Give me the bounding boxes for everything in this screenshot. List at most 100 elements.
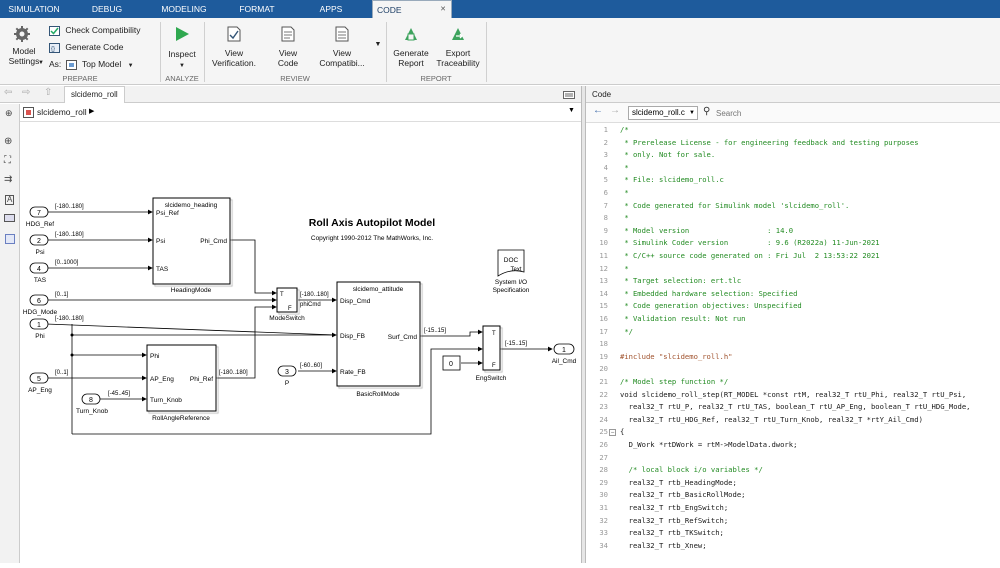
back-arrow-icon[interactable]: ⇦ (4, 87, 13, 98)
inport-p[interactable]: 3 P (277, 365, 297, 387)
code-line: 23 real32_T rtU_P, real32_T rtU_TAS, boo… (586, 401, 1000, 414)
back-arrow-icon[interactable]: ← (593, 105, 603, 116)
generate-code-label: Generate Code (65, 42, 124, 52)
tab-format[interactable]: FORMAT (239, 4, 275, 14)
code-text: * (620, 213, 629, 223)
tab-simulation[interactable]: SIMULATION (8, 4, 60, 14)
signal-range-p: [-60..60] (300, 363, 322, 369)
code-line: 16 * Validation result: Not run (586, 313, 1000, 326)
inport-tas[interactable]: 4 TAS (29, 262, 49, 284)
line-number: 13 (599, 276, 608, 286)
editor-tab-slcidemo-roll[interactable]: slcidemo_roll (64, 86, 125, 103)
inport-number: 6 (37, 298, 41, 305)
line-number: 28 (599, 465, 608, 475)
file-selector[interactable]: slcidemo_roll.c ▼ (628, 106, 698, 120)
inport-hdg-ref[interactable]: 7 HDG_Ref (26, 206, 54, 228)
check-compatibility-button[interactable]: Check Compatibility (49, 25, 141, 36)
gear-icon (14, 26, 30, 42)
doc-block[interactable]: DOC Text System I/O Specification (493, 249, 530, 294)
inport-psi[interactable]: 2 Psi (29, 234, 49, 256)
inport-number: 1 (37, 322, 41, 329)
document-list-icon (335, 26, 349, 42)
panel-splitter[interactable] (581, 86, 586, 563)
block-title: slcidemo_heading (165, 202, 218, 209)
block-caption: ModeSwitch (269, 315, 305, 322)
inspect-label: Inspect (168, 49, 196, 59)
inport-ap-eng[interactable]: 5 AP_Eng (28, 372, 52, 394)
model-canvas[interactable]: Roll Axis Autopilot Model Copyright 1990… (20, 122, 580, 563)
block-constant[interactable]: 0 (442, 355, 461, 371)
port-label: Surf_Cmd (388, 334, 418, 341)
inport-number: 3 (285, 369, 289, 376)
build-as-selector[interactable]: As: Top Model ▼ (49, 59, 134, 72)
view-compatibility-button[interactable]: View Compatibi... (314, 26, 370, 74)
block-mode-switch[interactable]: T F ModeSwitch (269, 287, 305, 322)
line-number: 2 (603, 137, 608, 147)
group-separator (204, 22, 205, 82)
code-text: * Embedded hardware selection: Specified (620, 288, 798, 298)
zoom-icon[interactable]: ⊕ (4, 136, 13, 147)
tab-apps[interactable]: APPS (319, 4, 343, 14)
fold-toggle-icon[interactable]: − (609, 429, 616, 437)
tab-debug[interactable]: DEBUG (91, 4, 123, 14)
code-line: 9 * Model version : 14.0 (586, 225, 1000, 238)
inport-turn-knob[interactable]: 8 Turn_Knob (76, 393, 108, 415)
canvas-toolbar: ⊕ ⊕ ⛶ ⇉ A (0, 104, 20, 563)
export-traceability-button[interactable]: Export Traceability (434, 26, 482, 74)
code-line: 33 real32_T rtb_TKSwitch; (586, 527, 1000, 540)
signal-range-turn-knob: [-45..45] (108, 391, 130, 397)
inspect-button[interactable]: Inspect ▼ (164, 26, 200, 74)
forward-arrow-icon[interactable]: → (610, 105, 620, 116)
search-input[interactable] (716, 106, 996, 120)
tab-code-inspector[interactable]: CODE INSPECTOR ✕ (372, 0, 452, 33)
code-text: * C/C++ source code generated on : Fri J… (620, 251, 880, 260)
group-label-report: REPORT (420, 74, 452, 83)
keyboard-icon[interactable] (563, 91, 575, 99)
up-arrow-icon[interactable]: ⇧ (44, 87, 53, 98)
arrow-right-icon[interactable]: ⇉ (4, 174, 13, 185)
code-line: 26 D_Work *rtDWork = rtM->ModelData.dwor… (586, 439, 1000, 452)
signal-name-phicmd: phiCmd (300, 302, 321, 308)
annotation-icon[interactable]: A (5, 195, 15, 205)
block-caption: RollAngleReference (152, 415, 210, 422)
check-compat-icon (49, 25, 60, 36)
area-icon[interactable] (5, 234, 15, 244)
code-text: * only. Not for sale. (620, 150, 716, 160)
code-line: 19#include "slcidemo_roll.h" (586, 351, 1000, 364)
block-roll-angle-reference[interactable]: Phi AP_Eng Turn_Knob Phi_Ref RollAngleRe… (146, 344, 217, 422)
inport-phi[interactable]: 1 Phi (29, 318, 49, 340)
signal-range-tas: [0..1000] (55, 260, 79, 266)
top-model-icon (65, 59, 77, 70)
chevron-down-icon[interactable]: ▼ (568, 107, 575, 114)
review-gallery-expand-button[interactable]: ▼ (372, 38, 384, 50)
view-code-button[interactable]: View Code (266, 26, 310, 74)
group-label-analyze: ANALYZE (165, 74, 199, 83)
fit-to-view-icon[interactable]: ⛶ (4, 155, 11, 166)
block-basic-roll-mode[interactable]: slcidemo_attitude Disp_Cmd Disp_FB Rate_… (336, 281, 421, 398)
line-number: 20 (599, 364, 608, 374)
inport-number: 4 (37, 266, 41, 273)
inport-label: HDG_Ref (26, 221, 54, 228)
forward-arrow-icon[interactable]: ⇨ (22, 87, 31, 98)
breadcrumb-model[interactable]: slcidemo_roll (37, 107, 87, 117)
image-icon[interactable] (4, 214, 15, 222)
code-line: 20 (586, 363, 1000, 376)
tab-modeling[interactable]: MODELING (161, 4, 207, 14)
model-settings-button[interactable]: Model Settings ▼ (4, 26, 44, 74)
outport-ail-cmd[interactable]: 1 Ail_Cmd (552, 343, 577, 365)
code-line: 29 real32_T rtb_HeadingMode; (586, 477, 1000, 490)
code-line: 7 * Code generated for Simulink model 's… (586, 200, 1000, 213)
code-text: * File: slcidemo_roll.c (620, 175, 724, 185)
generate-code-button[interactable]: {} Generate Code (49, 42, 124, 53)
view-verification-button[interactable]: View Verification. (208, 26, 260, 74)
line-number: 17 (599, 326, 608, 336)
block-heading-mode[interactable]: slcidemo_heading Psi_Ref Psi TAS Phi_Cmd… (152, 197, 231, 294)
close-icon[interactable]: ✕ (440, 6, 446, 13)
generate-report-button[interactable]: Generate Report (390, 26, 432, 74)
view-compatibility-label: View Compatibi... (319, 48, 365, 68)
block-eng-switch[interactable]: T F EngSwitch (476, 325, 507, 382)
hide-explorer-icon[interactable]: ⊕ (5, 108, 13, 118)
code-line: 25−{ (586, 426, 1000, 439)
inport-hdg-mode[interactable]: 6 HDG_Mode (23, 294, 58, 316)
line-number: 14 (599, 288, 608, 298)
